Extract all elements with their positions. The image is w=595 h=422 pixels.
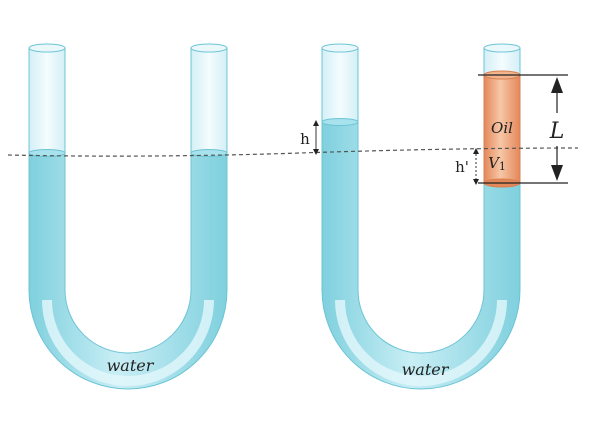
oil-label: Oil [491,119,513,137]
left-u-tube: water [28,43,228,390]
left-tube-water [28,152,228,390]
left-tube-water-label: water [107,356,155,375]
right-tube-water-label: water [402,360,450,379]
length-dimension: L [478,74,568,184]
height-prime-dimension: h' [455,148,479,185]
right-u-tube: Oil V1 water [321,43,521,390]
height-dimension: h [300,120,319,155]
left-tube-right-arm-glass [190,47,228,154]
left-tube-left-arm-glass [28,47,66,154]
right-tube-water [321,121,521,390]
reference-level-line [7,147,579,157]
length-label: L [549,119,565,144]
volume-label: V1 [488,154,506,173]
height-prime-label: h' [455,158,469,176]
height-label: h [300,130,310,148]
right-tube-left-arm-glass [321,47,359,123]
